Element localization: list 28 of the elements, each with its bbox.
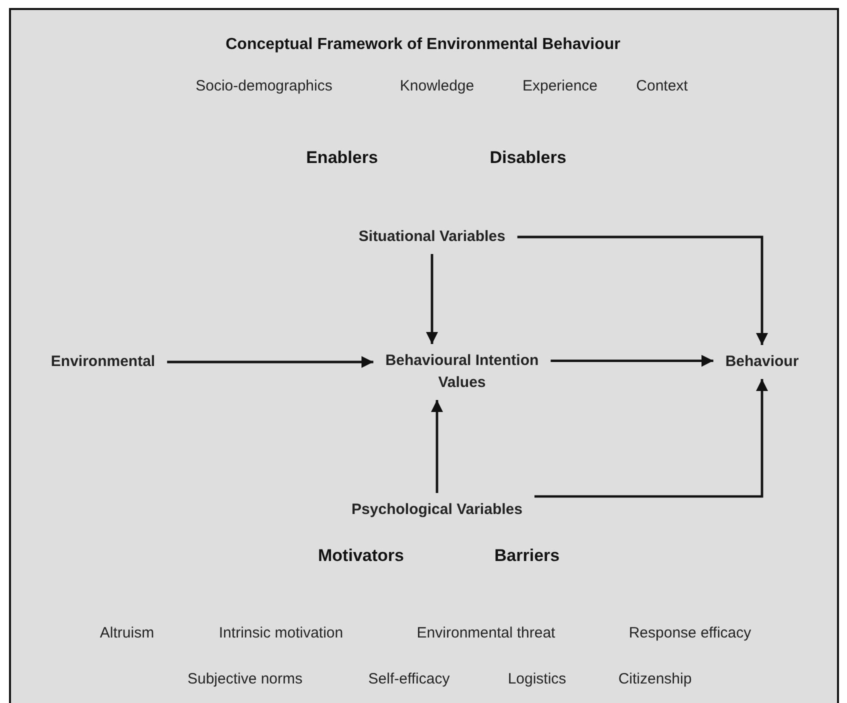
- factor-label: Context: [636, 78, 688, 94]
- factor-label: Citizenship: [618, 670, 692, 688]
- category-heading: Barriers: [494, 546, 560, 566]
- variable-label: Psychological Variables: [340, 493, 534, 527]
- category-heading: Disablers: [490, 148, 566, 168]
- arrow: [431, 400, 443, 493]
- category-heading: Enablers: [306, 148, 378, 168]
- factor-label: Self-efficacy: [368, 670, 450, 688]
- factor-label: Altruism: [100, 624, 154, 642]
- arrow: [550, 354, 714, 367]
- factor-label: Knowledge: [400, 78, 474, 94]
- factor-label: Subjective norms: [187, 670, 303, 688]
- factor-label: Socio-demographics: [196, 78, 332, 94]
- diagram-title: Conceptual Framework of Environmental Behaviour: [226, 36, 620, 54]
- factor-label: Experience: [522, 78, 598, 94]
- factor-label: Response efficacy: [628, 624, 752, 642]
- factor-label: Environmental threat: [416, 624, 556, 642]
- arrow: [534, 379, 768, 498]
- variable-label: Situational Variables: [346, 220, 518, 254]
- concept-label: Behaviour: [713, 345, 811, 379]
- factor-label: Intrinsic motivation: [218, 624, 344, 642]
- arrow: [426, 254, 438, 344]
- arrow: [167, 356, 374, 368]
- factor-label: Logistics: [508, 670, 566, 688]
- arrow: [517, 236, 768, 345]
- concept-label: Behavioural Intention Values: [373, 344, 551, 400]
- category-heading: Motivators: [318, 546, 404, 566]
- concept-label: Environmental: [38, 345, 168, 379]
